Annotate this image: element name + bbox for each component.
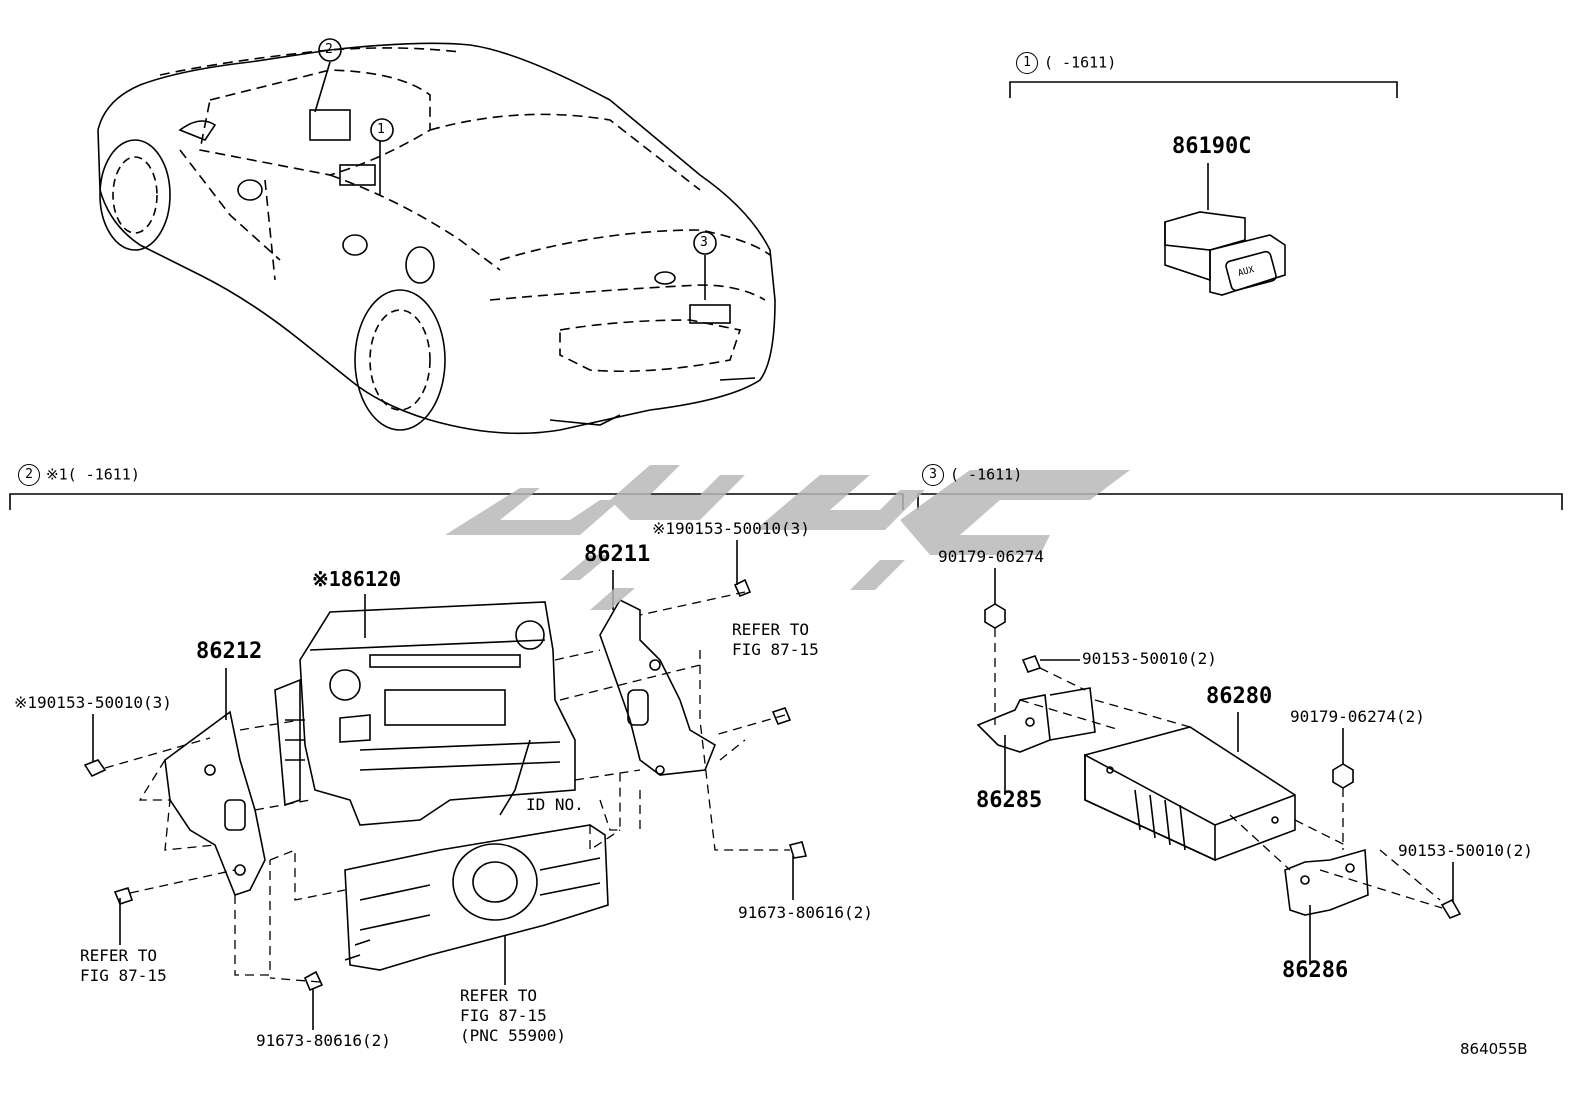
section-3-range: ( -1611): [950, 465, 1023, 484]
watermark-logo: [445, 465, 1130, 610]
part-86190C: 86190C: [1172, 134, 1252, 159]
part-86285: 86285: [976, 788, 1043, 813]
section-3-bracket: [917, 493, 1563, 510]
car-callout-2: 2: [325, 42, 333, 57]
section-1-header: 1 ( -1611): [1016, 52, 1116, 74]
section-3-assembly-lines: [994, 628, 1443, 909]
fastener-left-bolt: 91673-80616(2): [256, 1031, 391, 1050]
fastener-screw-a: 90153-50010(2): [1082, 649, 1217, 668]
part-86212: 86212: [196, 639, 263, 664]
part-86211: 86211: [584, 542, 651, 567]
section-3-header: 3 ( -1611): [922, 464, 1022, 486]
fastener-nut-a: 90179-06274: [938, 547, 1044, 566]
bracket-86212: [164, 710, 266, 896]
fastener-screw-b: 90153-50010(2): [1398, 841, 1533, 860]
part-86286: 86286: [1282, 958, 1349, 983]
refer-note-left: REFER TO FIG 87-15: [80, 946, 167, 985]
section-1-range: ( -1611): [1044, 53, 1117, 72]
section-2-fasteners: [83, 578, 808, 992]
callout-circle-2: [318, 38, 342, 62]
refer-note-bottom: REFER TO FIG 87-15 (PNC 55900): [460, 986, 566, 1045]
callout-circle-1: [370, 118, 394, 142]
diagram-id: 864055B: [1460, 1040, 1528, 1058]
fastener-nut-b: 90179-06274(2): [1290, 707, 1425, 726]
section-3-fasteners: [984, 603, 1462, 919]
section-2-marker: 2: [18, 464, 40, 486]
section-2-note: ※1( -1611): [46, 465, 140, 484]
section-3-marker: 3: [922, 464, 944, 486]
part-86280: 86280: [1206, 684, 1273, 709]
amplifier-86280: [1084, 726, 1296, 862]
section-2-assembly-lines: [104, 591, 790, 983]
refer-note-right: REFER TO FIG 87-15: [732, 620, 819, 659]
bracket-86211: [599, 598, 716, 776]
fastener-top-screw: ※190153-50010(3): [652, 519, 810, 538]
section-3-leaders: [994, 568, 1454, 965]
car-callout-1: 1: [377, 122, 385, 137]
section-1-bracket: [1009, 81, 1398, 98]
climate-control-panel: [344, 824, 609, 971]
section-1-marker: 1: [1016, 52, 1038, 74]
section-2-header: 2 ※1( -1611): [18, 464, 140, 486]
section-2-leaders: [92, 540, 794, 1030]
car-callout-3: 3: [700, 235, 708, 250]
fastener-right-bolt: 91673-80616(2): [738, 903, 873, 922]
aux-switch-drawing: [1164, 163, 1286, 296]
car-illustration: [97, 42, 776, 435]
bracket-86285: [976, 687, 1096, 753]
radio-head-unit: [274, 601, 576, 826]
id-no-label: ID NO.: [526, 795, 584, 814]
callout-circle-3: [693, 231, 717, 255]
part-86120: ※186120: [312, 567, 402, 591]
fastener-left-screw: ※190153-50010(3): [14, 693, 172, 712]
bracket-86286: [1284, 848, 1369, 916]
section-2-bracket: [9, 493, 904, 510]
